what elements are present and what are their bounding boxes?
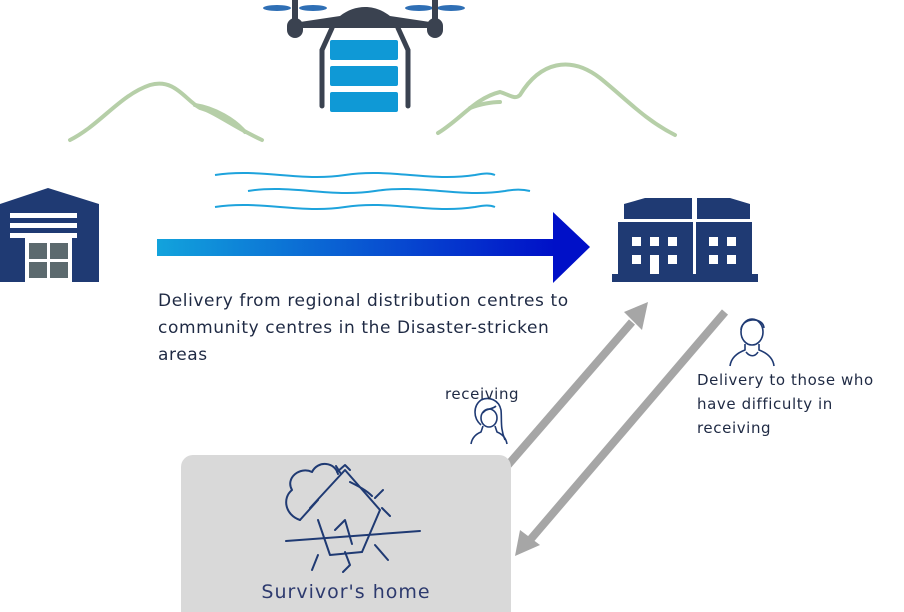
warehouse-icon — [0, 188, 99, 282]
receiving-arrow — [504, 302, 648, 468]
delivery-difficulty-label: Delivery to those who have difficulty in… — [697, 371, 874, 437]
survivor-home-label: Survivor's home — [261, 581, 431, 603]
woman-icon — [470, 397, 508, 445]
drone-icon — [263, 0, 465, 112]
main-delivery-caption: Delivery from regional distribution cent… — [158, 291, 569, 365]
community-centre-icon — [612, 198, 758, 282]
survivor-home-box: Survivor's home — [181, 455, 511, 612]
main-delivery-arrow — [157, 212, 590, 283]
water-icon — [214, 172, 531, 210]
receiving-label: receiving — [445, 385, 520, 403]
man-icon — [729, 318, 775, 367]
hills-icon — [68, 62, 677, 142]
delivery-to-home-arrow — [515, 309, 729, 556]
